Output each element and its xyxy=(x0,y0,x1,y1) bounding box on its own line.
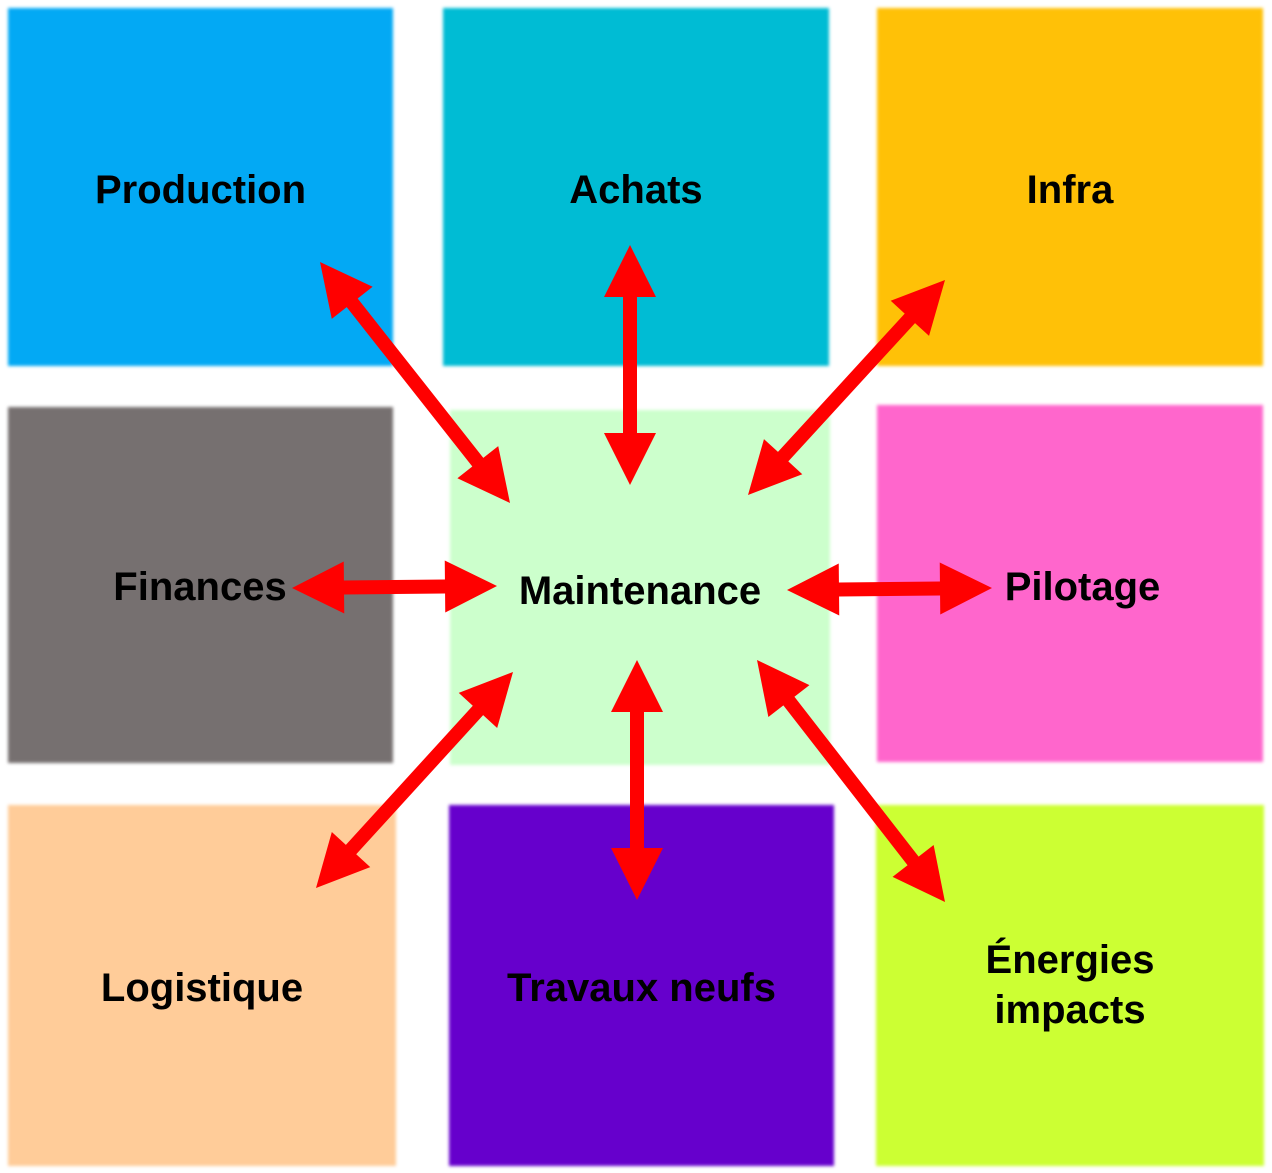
label-pilotage: Pilotage xyxy=(1004,565,1161,609)
arrow-maintenance-infra xyxy=(748,280,945,495)
label-production: Production xyxy=(94,168,307,212)
box-infra xyxy=(877,8,1263,366)
arrow-maintenance-logistique xyxy=(316,672,513,888)
arrow-maintenance-travaux-neufs xyxy=(611,660,663,900)
label-infra: Infra xyxy=(1026,168,1114,212)
label-finances: Finances xyxy=(113,565,287,609)
arrow-maintenance-achats xyxy=(604,245,656,485)
box-energies-impacts xyxy=(876,805,1264,1166)
label-energies-impacts: Énergies impacts xyxy=(985,938,1155,1032)
label-achats: Achats xyxy=(569,168,703,212)
arrow-maintenance-production xyxy=(320,262,510,503)
arrow-maintenance-finances xyxy=(292,560,497,614)
label-travaux-neufs: Travaux neufs xyxy=(506,966,776,1010)
label-maintenance: Maintenance xyxy=(518,569,762,613)
box-production xyxy=(8,8,393,366)
arrow-maintenance-energies-impacts xyxy=(757,660,945,902)
arrow-maintenance-pilotage xyxy=(787,562,992,616)
label-logistique: Logistique xyxy=(100,966,304,1010)
